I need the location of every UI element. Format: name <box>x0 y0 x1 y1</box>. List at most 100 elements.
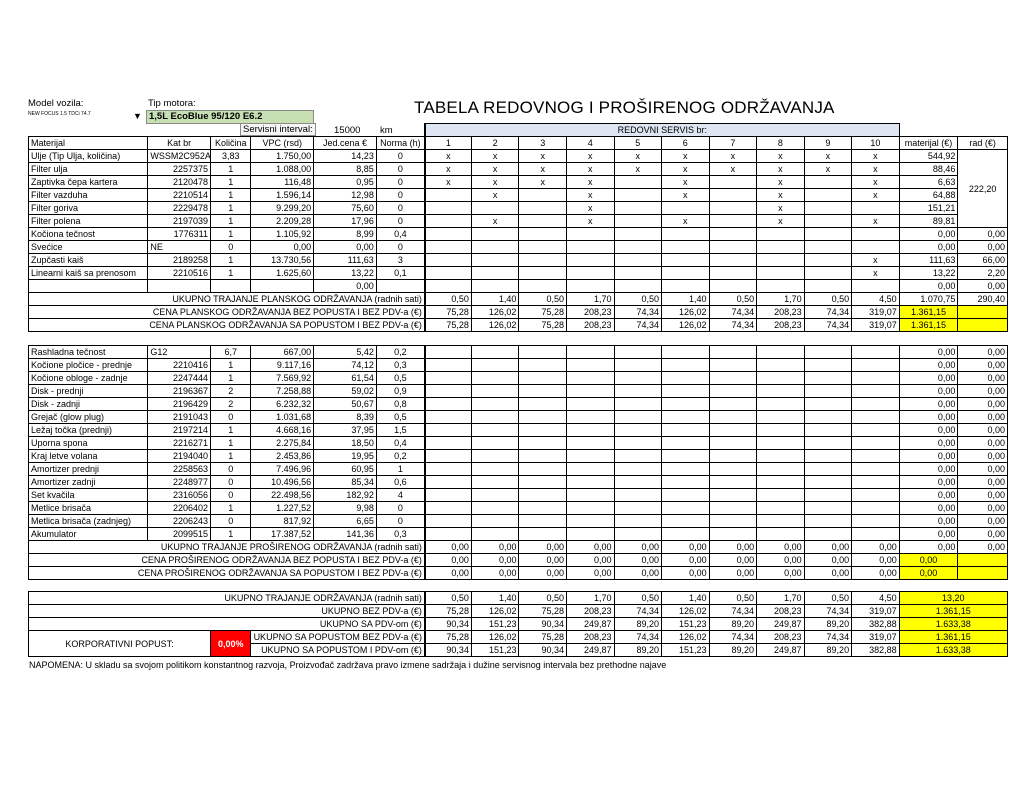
cell[interactable]: 61,54 <box>313 371 377 385</box>
engine-dropdown-icon[interactable]: ▼ <box>133 111 142 121</box>
model-value[interactable]: NEW FOCUS 1.5 TDCi 74.7 <box>28 111 91 117</box>
cell[interactable]: 2316056 <box>147 488 212 502</box>
cell[interactable]: 1.625,60 <box>250 266 315 280</box>
cell[interactable]: 1.105,92 <box>250 227 315 241</box>
cell[interactable]: 7.258,88 <box>250 384 315 398</box>
cell[interactable]: 0,9 <box>375 384 426 398</box>
cell[interactable]: 0 <box>375 214 426 228</box>
cell[interactable]: 75,60 <box>313 201 377 215</box>
cell[interactable] <box>250 279 315 293</box>
cell[interactable] <box>375 279 426 293</box>
cell[interactable]: 8,85 <box>313 162 377 176</box>
cell[interactable]: 2197214 <box>147 423 212 437</box>
cell[interactable]: G12 <box>147 345 212 359</box>
cell[interactable]: 0 <box>210 240 252 254</box>
cell[interactable]: 5,42 <box>313 345 377 359</box>
cell[interactable]: 2229478 <box>147 201 212 215</box>
cell[interactable]: 0,2 <box>375 449 426 463</box>
cell[interactable]: 2210514 <box>147 188 212 202</box>
cell[interactable]: 2210516 <box>147 266 212 280</box>
cell[interactable]: 1 <box>210 227 252 241</box>
cell[interactable]: 2194040 <box>147 449 212 463</box>
cell[interactable]: 2206402 <box>147 501 212 515</box>
cell[interactable]: 0 <box>210 488 252 502</box>
cell[interactable]: 7.569,92 <box>250 371 315 385</box>
cell[interactable]: 13.730,56 <box>250 253 315 267</box>
cell[interactable]: 2206243 <box>147 514 212 528</box>
cell[interactable]: 1 <box>210 175 252 189</box>
cell[interactable]: 1 <box>210 214 252 228</box>
cell[interactable]: 2 <box>210 384 252 398</box>
cell[interactable]: 7.496,96 <box>250 462 315 476</box>
cell[interactable]: 1 <box>210 201 252 215</box>
cell[interactable]: 1.227,52 <box>250 501 315 515</box>
cell[interactable]: 50,67 <box>313 397 377 411</box>
cell[interactable]: 6,65 <box>313 514 377 528</box>
cell[interactable]: 14,23 <box>313 149 377 163</box>
cell[interactable]: 0,00 <box>313 240 377 254</box>
cell[interactable]: 1 <box>210 436 252 450</box>
cell[interactable]: 2248977 <box>147 475 212 489</box>
cell[interactable]: 0,5 <box>375 410 426 424</box>
cell[interactable]: 2247444 <box>147 371 212 385</box>
cell[interactable] <box>210 279 252 293</box>
cell[interactable]: 10.496,56 <box>250 475 315 489</box>
cell[interactable]: 0,4 <box>375 227 426 241</box>
cell[interactable]: 1.031,68 <box>250 410 315 424</box>
engine-select[interactable]: 1,5L EcoBlue 95/120 E6.2 <box>146 110 314 124</box>
cell[interactable]: 2.453,86 <box>250 449 315 463</box>
cell[interactable]: 2257375 <box>147 162 212 176</box>
cell[interactable]: 0 <box>375 188 426 202</box>
cell[interactable]: 0,1 <box>375 266 426 280</box>
cell[interactable]: 1.596,14 <box>250 188 315 202</box>
cell[interactable]: 0,3 <box>375 527 426 541</box>
cell[interactable]: 817,92 <box>250 514 315 528</box>
cell[interactable]: 13,22 <box>313 266 377 280</box>
cell[interactable]: 0 <box>375 240 426 254</box>
cell[interactable]: 0,00 <box>313 279 377 293</box>
cell[interactable]: 1 <box>210 253 252 267</box>
cell[interactable]: 667,00 <box>250 345 315 359</box>
cell[interactable]: 2196429 <box>147 397 212 411</box>
cell[interactable]: 0,6 <box>375 475 426 489</box>
cell[interactable]: 0 <box>375 175 426 189</box>
cell[interactable]: 85,34 <box>313 475 377 489</box>
cell[interactable]: 2258563 <box>147 462 212 476</box>
cell[interactable]: 2216271 <box>147 436 212 450</box>
cell[interactable]: 2191043 <box>147 410 212 424</box>
cell[interactable]: 0 <box>210 514 252 528</box>
cell[interactable]: 9.117,16 <box>250 358 315 372</box>
cell[interactable]: 0,4 <box>375 436 426 450</box>
cell[interactable]: 2099515 <box>147 527 212 541</box>
cell[interactable]: 1 <box>210 188 252 202</box>
cell[interactable]: 3 <box>375 253 426 267</box>
cell[interactable]: 1 <box>210 527 252 541</box>
cell[interactable]: 0,3 <box>375 358 426 372</box>
cell[interactable]: 2189258 <box>147 253 212 267</box>
cell[interactable]: 1.088,00 <box>250 162 315 176</box>
cell[interactable]: 1,5 <box>375 423 426 437</box>
cell[interactable]: 8,99 <box>313 227 377 241</box>
cell[interactable]: 1 <box>375 462 426 476</box>
cell[interactable]: 2.209,28 <box>250 214 315 228</box>
cell[interactable]: 4 <box>375 488 426 502</box>
cell[interactable]: 3,83 <box>210 149 252 163</box>
cell[interactable]: 9,98 <box>313 501 377 515</box>
cell[interactable]: 2120478 <box>147 175 212 189</box>
cell[interactable]: 1 <box>210 266 252 280</box>
cell[interactable]: 17.387,52 <box>250 527 315 541</box>
cell[interactable] <box>147 279 212 293</box>
cell[interactable]: 0 <box>375 149 426 163</box>
cell[interactable]: 1 <box>210 162 252 176</box>
cell[interactable]: 111,63 <box>313 253 377 267</box>
cell[interactable]: 1776311 <box>147 227 212 241</box>
cell[interactable]: 4.668,16 <box>250 423 315 437</box>
cell[interactable]: 0,95 <box>313 175 377 189</box>
cell[interactable]: 0 <box>210 475 252 489</box>
cell[interactable]: 60,95 <box>313 462 377 476</box>
cell[interactable]: 0 <box>375 201 426 215</box>
cell[interactable]: 1.750,00 <box>250 149 315 163</box>
cell[interactable]: 0,2 <box>375 345 426 359</box>
cell[interactable]: 0 <box>210 462 252 476</box>
cell[interactable]: 2197039 <box>147 214 212 228</box>
